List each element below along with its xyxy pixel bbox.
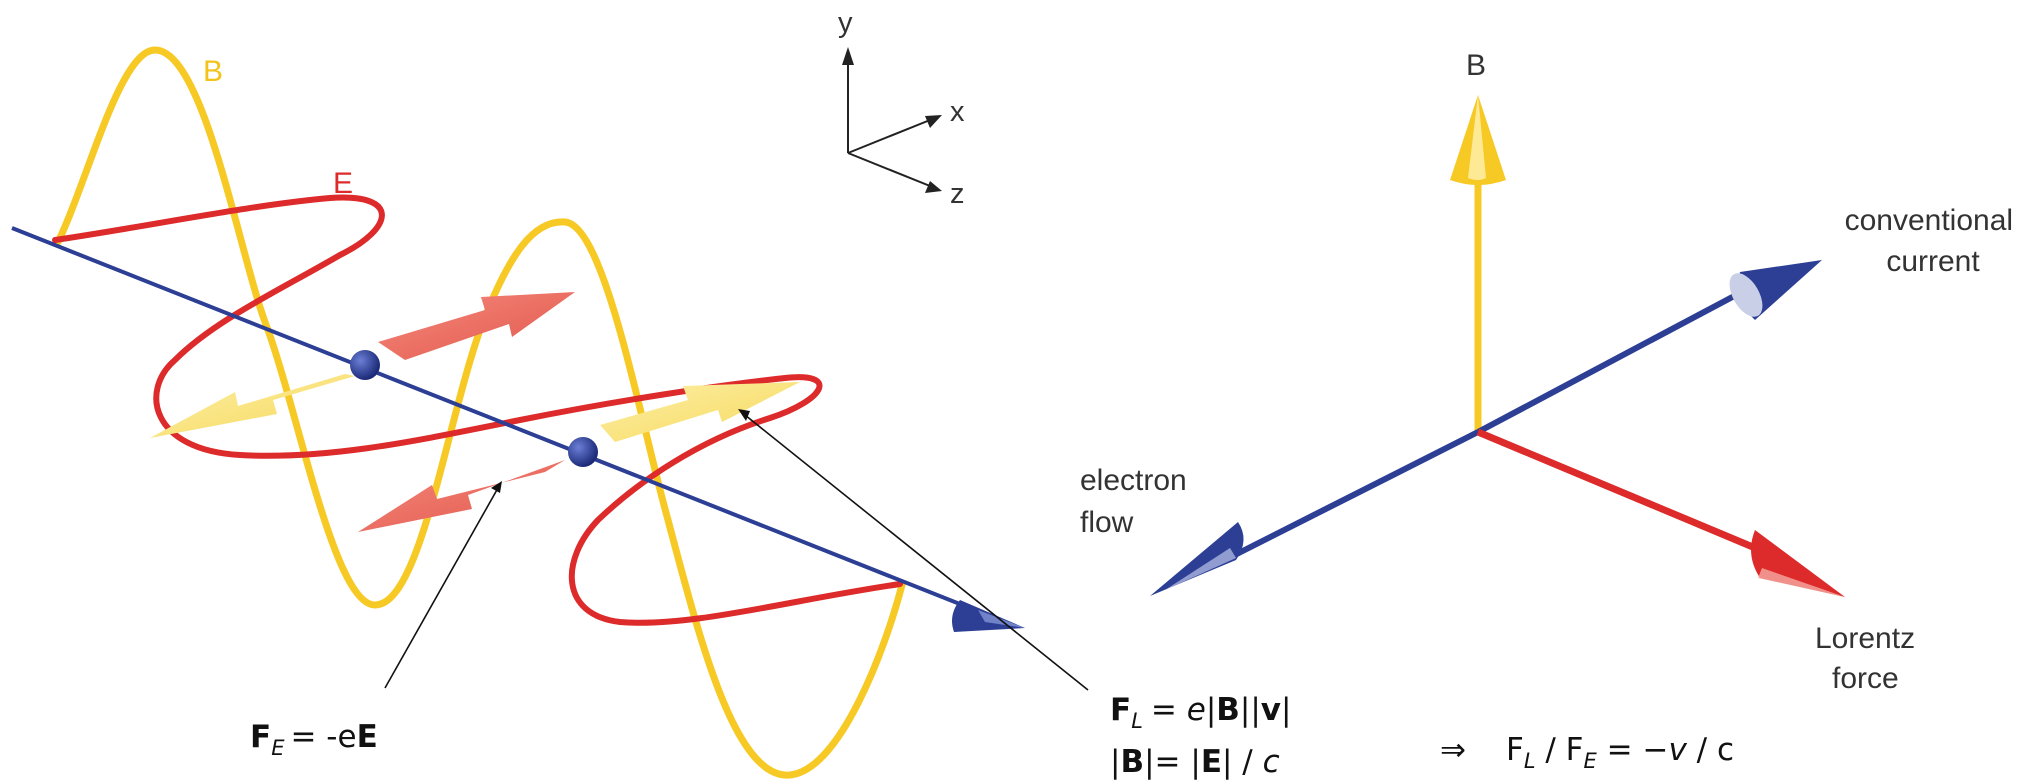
- e-field-wave: [52, 194, 903, 626]
- z-axis-label: z: [950, 178, 965, 210]
- lorentz-diagram: B conventional current electron flow Lor…: [1080, 49, 2022, 695]
- electron-flow-label: electron flow: [1080, 464, 1195, 539]
- current-axis: [1476, 282, 1757, 435]
- conventional-current-label: conventional current: [1845, 204, 2022, 278]
- b-vector-label: B: [1466, 49, 1486, 82]
- electron-axis: [1213, 429, 1480, 568]
- leader-lines: [384, 414, 1089, 691]
- leader-arrow-fl: [738, 409, 750, 421]
- electron-flow-arrow-head: [1150, 522, 1244, 596]
- force-arrow-red-lower: [358, 460, 565, 532]
- z-axis-arrow: [925, 181, 942, 193]
- equation-b-magnitude: |B|= |E| / c: [1110, 744, 1280, 780]
- electron-ball-1: [350, 350, 380, 380]
- equation-ratio: ⇒FL / FE = −v / c: [1440, 732, 1734, 773]
- electron-ball-2: [568, 437, 598, 467]
- leader-arrow-fe: [491, 481, 502, 493]
- e-field-label: E: [333, 167, 353, 200]
- lorentz-force-arrow-head: [1751, 530, 1845, 597]
- lorentz-force-label: Lorentz force: [1815, 622, 1923, 695]
- x-axis-arrow: [925, 115, 942, 128]
- y-axis-arrow: [842, 47, 854, 65]
- force-arrow-yellow-left: [150, 374, 355, 438]
- b-field-label: B: [203, 55, 223, 88]
- propagation-axis: [11, 226, 981, 614]
- force-arrow-red-upper: [378, 292, 575, 360]
- y-axis-label: y: [838, 7, 853, 39]
- em-wave-group: B E: [11, 46, 1025, 779]
- force-arrow-yellow-right: [600, 382, 800, 442]
- equation-fl: FL= e|B||v|: [1110, 692, 1291, 733]
- x-axis-label: x: [950, 96, 965, 128]
- lorentz-force-shaft: [1476, 428, 1762, 554]
- b-field-wave: [54, 46, 906, 779]
- equation-fe: FE= -eE: [250, 719, 378, 760]
- coordinate-axes: [847, 58, 936, 189]
